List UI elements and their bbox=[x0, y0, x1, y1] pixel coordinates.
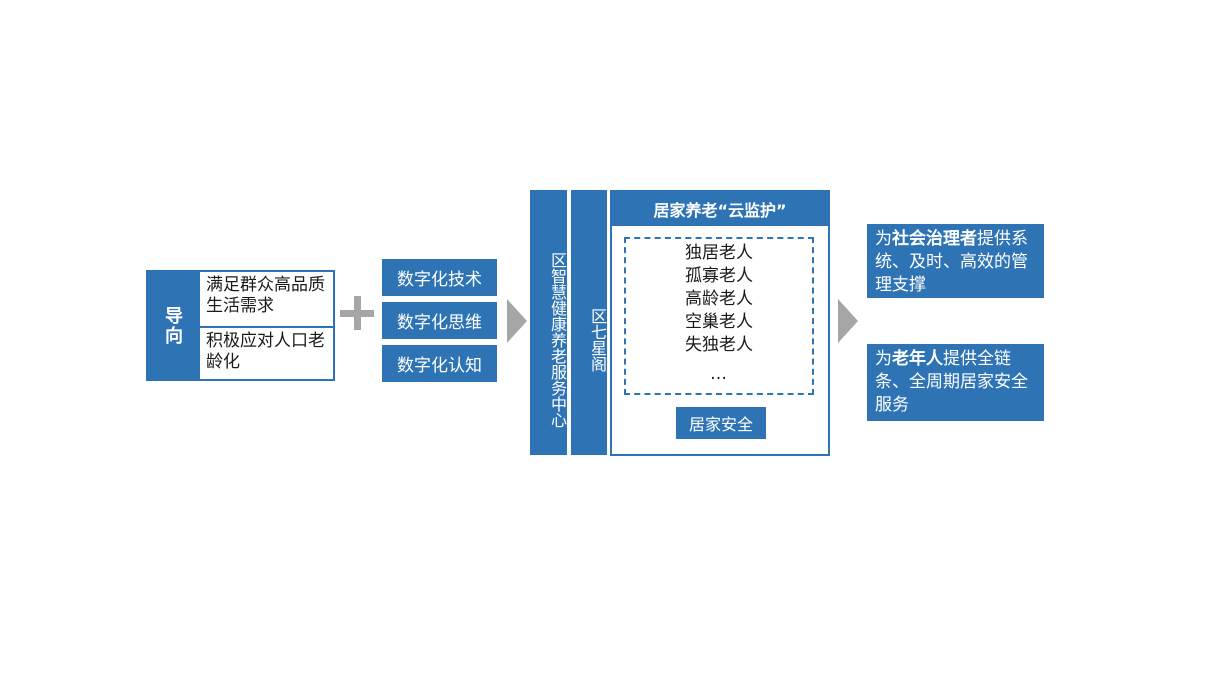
list-item: 失独老人 bbox=[685, 335, 753, 355]
list-item: 独居老人 bbox=[685, 243, 753, 263]
result-governance-subject: 社会治理者 bbox=[892, 229, 977, 249]
elder-list: 独居老人 孤寡老人 高龄老人 空巢老人 失独老人 bbox=[624, 242, 814, 357]
result-elderly-pre: 为 bbox=[875, 349, 892, 369]
list-item: 空巢老人 bbox=[685, 312, 753, 332]
result-governance-pre: 为 bbox=[875, 229, 892, 249]
orientation-box: 满足群众高品质生活需求 积极应对人口老龄化 bbox=[198, 270, 335, 381]
list-item: 高龄老人 bbox=[685, 289, 753, 309]
elder-list-more: … bbox=[710, 364, 728, 384]
arrow-right-icon bbox=[838, 299, 858, 343]
result-elderly-text: 提供全链条、全周期居家安全服务 bbox=[875, 349, 1028, 415]
tag-digital-cognition: 数字化认知 bbox=[382, 345, 497, 382]
tag-digital-thinking: 数字化思维 bbox=[382, 302, 497, 339]
result-governance: 为社会治理者提供系统、及时、高效的管理支撑 bbox=[867, 224, 1044, 298]
home-safety-badge: 居家安全 bbox=[676, 407, 766, 439]
result-elderly-subject: 老年人 bbox=[892, 349, 943, 369]
list-item: 孤寡老人 bbox=[685, 266, 753, 286]
arrow-right-icon bbox=[507, 299, 527, 343]
orientation-label: 导向 bbox=[146, 270, 198, 381]
orientation-item-aging: 积极应对人口老龄化 bbox=[200, 326, 333, 379]
column-qixingge: 区七星阁 bbox=[571, 190, 607, 455]
tag-digital-tech: 数字化技术 bbox=[382, 259, 497, 296]
result-governance-text: 提供系统、及时、高效的管理支撑 bbox=[875, 229, 1028, 295]
elder-group-box bbox=[624, 237, 814, 395]
cloud-monitor-title: 居家养老“云监护” bbox=[612, 192, 828, 226]
orientation-item-demand: 满足群众高品质生活需求 bbox=[206, 275, 325, 316]
column-smart-elderly-center: 区智慧健康养老服务中心 bbox=[530, 190, 567, 455]
result-elderly: 为老年人提供全链条、全周期居家安全服务 bbox=[867, 344, 1044, 421]
plus-icon bbox=[340, 296, 374, 330]
